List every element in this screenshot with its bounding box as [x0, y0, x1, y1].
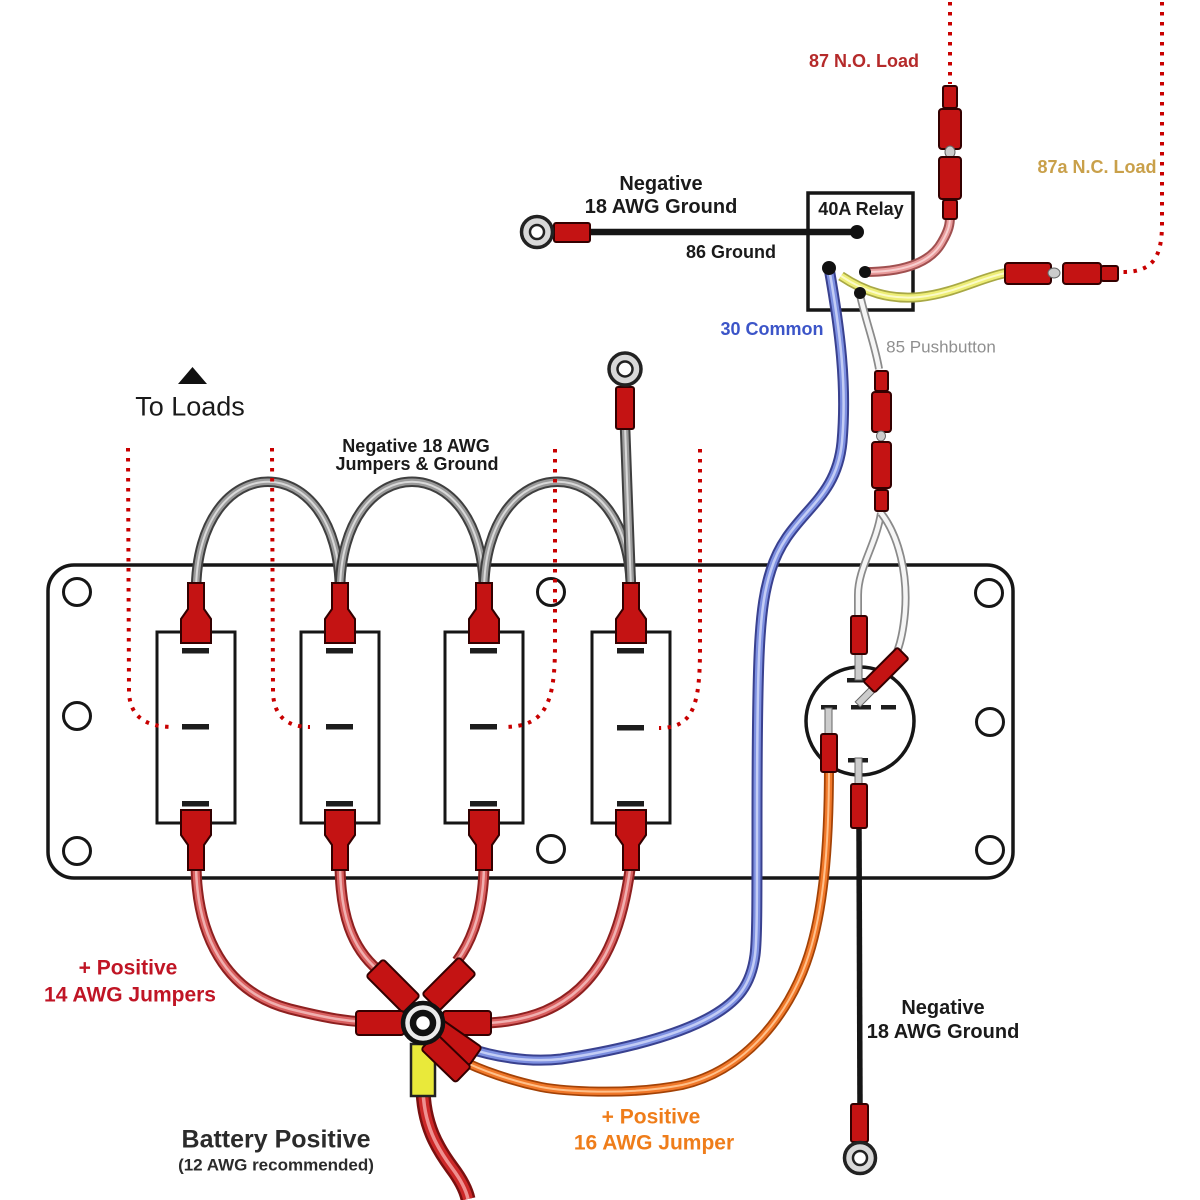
pushbutton-ground-wire: [859, 828, 860, 1106]
ground-ring-terminal-bottom: [842, 1103, 878, 1176]
load-line-87a: [1122, 2, 1164, 274]
butt-connectors-87: [938, 85, 962, 220]
label-positive-14awg: 14 AWG Jumpers: [44, 983, 216, 1007]
battery-positive-wire: [423, 1086, 468, 1200]
switch-top-connectors: [180, 582, 647, 644]
positive-distribution-hub: [355, 957, 492, 1098]
rocker-switch-1[interactable]: [155, 630, 237, 825]
label-to-loads: To Loads: [135, 391, 245, 422]
relay-terminal-87: [859, 266, 871, 278]
crimp-connector: [324, 582, 356, 644]
pushbutton-terminal-crimps: [820, 615, 909, 829]
mounting-hole: [62, 836, 92, 866]
hub-crimp: [355, 1010, 405, 1036]
mounting-hole: [62, 701, 92, 731]
label-positive-14awg: + Positive: [78, 956, 178, 980]
mounting-hole: [536, 577, 566, 607]
label-87a-nc-load: 87a N.C. Load: [1037, 157, 1157, 177]
label-87-no-load: 87 N.O. Load: [808, 51, 920, 71]
switch-bottom-connectors: [180, 809, 647, 871]
mounting-hole: [975, 707, 1005, 737]
label-battery-positive: Battery Positive: [181, 1125, 371, 1154]
label-30-common: 30 Common: [720, 319, 824, 339]
load-line-switch-3: [505, 449, 557, 729]
mounting-hole: [536, 834, 566, 864]
label-85-pushbutton: 85 Pushbutton: [886, 337, 996, 357]
label-86-ground: 86 Ground: [685, 242, 777, 262]
rocker-switch-4[interactable]: [590, 630, 672, 825]
mounting-holes: [62, 577, 1005, 866]
relay-terminal-86: [850, 225, 864, 239]
label-negative-bottom: 18 AWG Ground: [866, 1021, 1020, 1043]
crimp-connector: [180, 809, 212, 871]
relay-terminal-dots: [822, 225, 871, 299]
label-jumpers-ground: Negative 18 AWG: [342, 436, 490, 456]
crimp-connector: [468, 582, 500, 644]
rocker-switch-2[interactable]: [299, 630, 381, 825]
butt-connectors-85: [871, 370, 892, 512]
crimp-connector: [615, 582, 647, 644]
mounting-hole: [974, 578, 1004, 608]
relay-terminal-85: [854, 287, 866, 299]
crimp-connector: [615, 809, 647, 871]
crimp-connector: [468, 809, 500, 871]
mounting-hole: [62, 577, 92, 607]
load-lines-dotted: [126, 2, 1164, 730]
label-relay-ground: 18 AWG Ground: [584, 196, 738, 218]
panel-ground-wire: [625, 426, 631, 588]
relay-terminal-30: [822, 261, 836, 275]
positive-14awg-wire-4: [489, 862, 631, 1023]
label-positive-16awg: + Positive: [601, 1105, 701, 1129]
butt-connectors-87a: [1004, 262, 1119, 285]
label-relay-ground: Negative: [619, 173, 703, 195]
label-battery-positive-note: (12 AWG recommended): [178, 1155, 374, 1175]
crimp-connector: [324, 809, 356, 871]
load-line-switch-4: [658, 449, 702, 730]
to-loads-arrow-icon: [178, 367, 207, 384]
label-jumpers-ground: Jumpers & Ground: [335, 454, 499, 474]
label-positive-16awg: 16 AWG Jumper: [573, 1131, 735, 1155]
label-negative-bottom: Negative: [901, 997, 985, 1019]
label-40a-relay: 40A Relay: [818, 199, 904, 219]
yellow-butt-connector: [409, 1042, 437, 1098]
mounting-hole: [975, 835, 1005, 865]
crimp-connector: [180, 582, 212, 644]
ground-ring-terminal-86: [519, 214, 591, 250]
load-line-switch-1: [126, 447, 174, 729]
ground-ring-terminal-panel: [607, 351, 643, 430]
